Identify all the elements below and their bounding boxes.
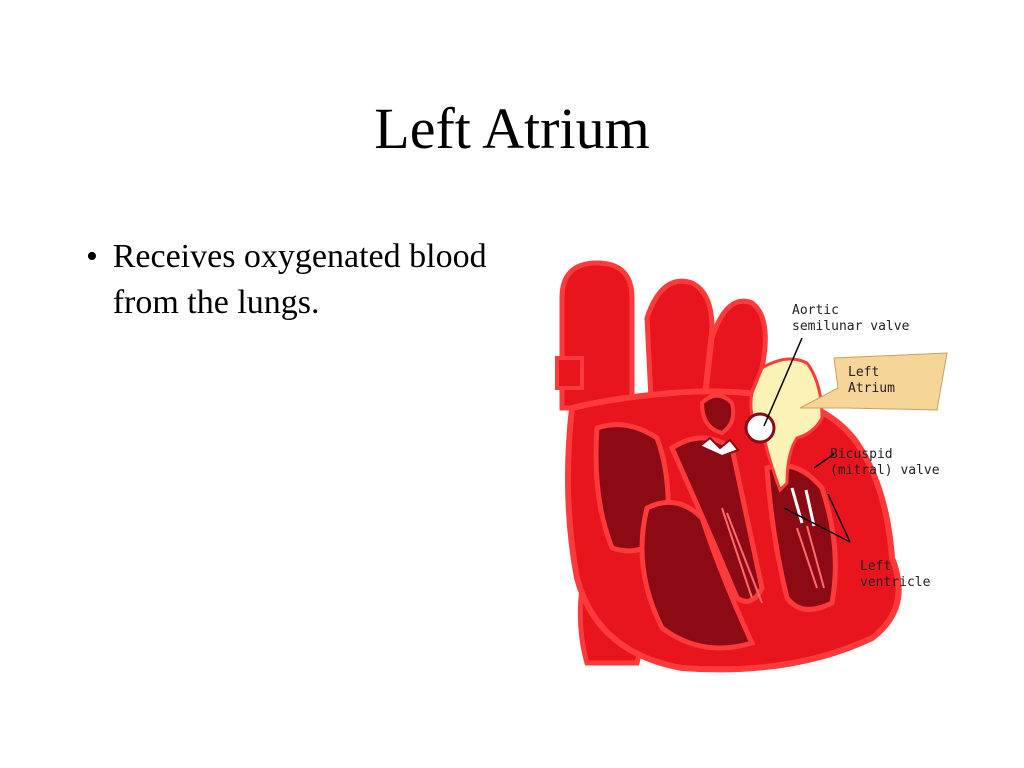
- label-box-left-atrium: [799, 352, 948, 411]
- label-atrium-line1: Left: [848, 365, 879, 380]
- bullet-item: • Receives oxygenated blood from the lun…: [86, 234, 506, 326]
- pointer-ventricle-b: [827, 493, 851, 543]
- pointer-ventricle-a: [783, 507, 851, 543]
- chordae-tendineae: [721, 507, 825, 604]
- side-vessel-left: [555, 356, 584, 390]
- pulmonary-valve-icon: [698, 436, 740, 458]
- label-atrium-line2: Atrium: [848, 381, 895, 396]
- label-ventricle-line2: ventricle: [860, 575, 931, 590]
- bullet-marker: •: [86, 238, 98, 275]
- label-bicuspid-line2: (mitral) valve: [830, 463, 940, 478]
- pointer-aortic: [763, 337, 803, 427]
- bullet-text: Receives oxygenated blood from the lungs…: [112, 238, 487, 321]
- label-ventricle-line1: Left: [860, 559, 891, 574]
- label-aortic-line1: Aortic: [792, 303, 839, 318]
- slide-title: Left Atrium: [374, 96, 650, 161]
- aortic-arch: [644, 278, 715, 421]
- aortic-ring: [699, 393, 736, 436]
- heart-diagram: Aortic semilunar valve Left Atrium Bicus…: [555, 260, 948, 673]
- label-bicuspid-line1: Bicuspid: [830, 447, 893, 462]
- bullet-list: • Receives oxygenated blood from the lun…: [86, 234, 506, 326]
- label-aortic-line2: semilunar valve: [792, 319, 910, 334]
- right-ventricle-chamber: [639, 499, 756, 651]
- aortic-valve-icon: [744, 412, 776, 444]
- pointer-bicuspid: [813, 453, 835, 469]
